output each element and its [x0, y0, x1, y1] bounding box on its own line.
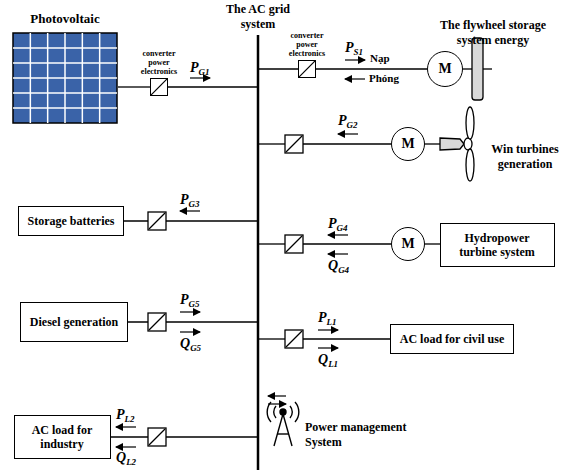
- civil-load-box: AC load for civil use: [390, 324, 514, 354]
- reactive-symbol: QL2: [116, 450, 136, 470]
- panel-heading: Photovoltaic: [12, 11, 118, 26]
- box-text: Diesel generation: [29, 315, 119, 329]
- symbol-subscript: L1: [327, 317, 337, 327]
- symbol-subscript: G1: [199, 67, 210, 77]
- reactive-symbol: QG5: [180, 336, 201, 356]
- solar-cells: [12, 32, 118, 124]
- management-label: Power management System: [305, 420, 409, 450]
- battery-box: Storage batteries: [18, 206, 124, 236]
- wind-turbine: [425, 107, 474, 181]
- diesel-box: Diesel generation: [20, 302, 128, 342]
- flow-arrows: [116, 60, 365, 447]
- wind-label: Win turbines generation: [488, 142, 562, 172]
- reactive-symbol: QL1: [318, 352, 338, 372]
- reactive-symbol: QG4: [328, 258, 349, 278]
- power-symbol: PG3: [180, 192, 200, 212]
- ac-bus: [257, 35, 260, 470]
- symbol-subscript: G4: [338, 265, 349, 275]
- symbol-subscript: L2: [126, 457, 136, 467]
- symbol-subscript: G3: [189, 199, 200, 209]
- wind-generator: M: [391, 127, 425, 161]
- discharge-label: Phóng: [369, 72, 399, 85]
- converter-box: converter power electronics: [150, 78, 168, 96]
- flywheel-disc: [463, 38, 492, 100]
- box-text: AC load for civil use: [399, 332, 505, 346]
- box-text: AC load for industry: [23, 423, 101, 451]
- power-symbol: PL2: [116, 407, 135, 427]
- symbol-subscript: G5: [189, 299, 200, 309]
- motor-letter: M: [401, 236, 414, 252]
- symbol-subscript: G4: [337, 223, 348, 233]
- converter-slash: [151, 79, 167, 95]
- converter-symbols: [148, 135, 303, 446]
- flywheel-heading: The flywheel storage system energy: [423, 18, 563, 48]
- motor-letter: M: [438, 61, 451, 77]
- power-symbol: PS1: [345, 40, 363, 60]
- converter-slash: [299, 61, 315, 77]
- converter-box: converter power electronics: [298, 60, 316, 78]
- symbol-subscript: L1: [328, 359, 338, 369]
- power-symbol: PG1: [190, 60, 210, 80]
- connector-line: [425, 243, 440, 244]
- antenna-icon: [267, 402, 299, 446]
- photovoltaic-panel: Photovoltaic: [12, 32, 118, 124]
- symbol-subscript: G2: [347, 120, 358, 130]
- motor-letter: M: [401, 136, 414, 152]
- connector-line: [118, 86, 150, 87]
- hydro-generator: M: [391, 227, 425, 261]
- power-symbol: PG5: [180, 292, 200, 312]
- box-text: Hydropower turbine system: [449, 231, 545, 259]
- hydropower-box: Hydropower turbine system: [440, 223, 555, 267]
- symbol-subscript: S1: [354, 47, 364, 57]
- power-symbol: PL1: [318, 310, 337, 330]
- industry-load-box: AC load for industry: [14, 415, 111, 459]
- charge-label: Nạp: [370, 52, 390, 65]
- flywheel-motor: The flywheel storage system energyM: [427, 51, 463, 87]
- power-symbol: PG2: [338, 113, 358, 133]
- connector-line: [316, 68, 427, 69]
- bus-title: The AC grid system: [222, 2, 294, 32]
- symbol-subscript: L2: [125, 414, 135, 424]
- power-symbol: PG4: [328, 216, 348, 236]
- wires: [60, 69, 430, 437]
- converter-heading: converter power electronics: [135, 49, 183, 76]
- converter-heading: converter power electronics: [283, 31, 331, 58]
- box-text: Storage batteries: [27, 214, 115, 228]
- symbol-subscript: G5: [190, 343, 201, 353]
